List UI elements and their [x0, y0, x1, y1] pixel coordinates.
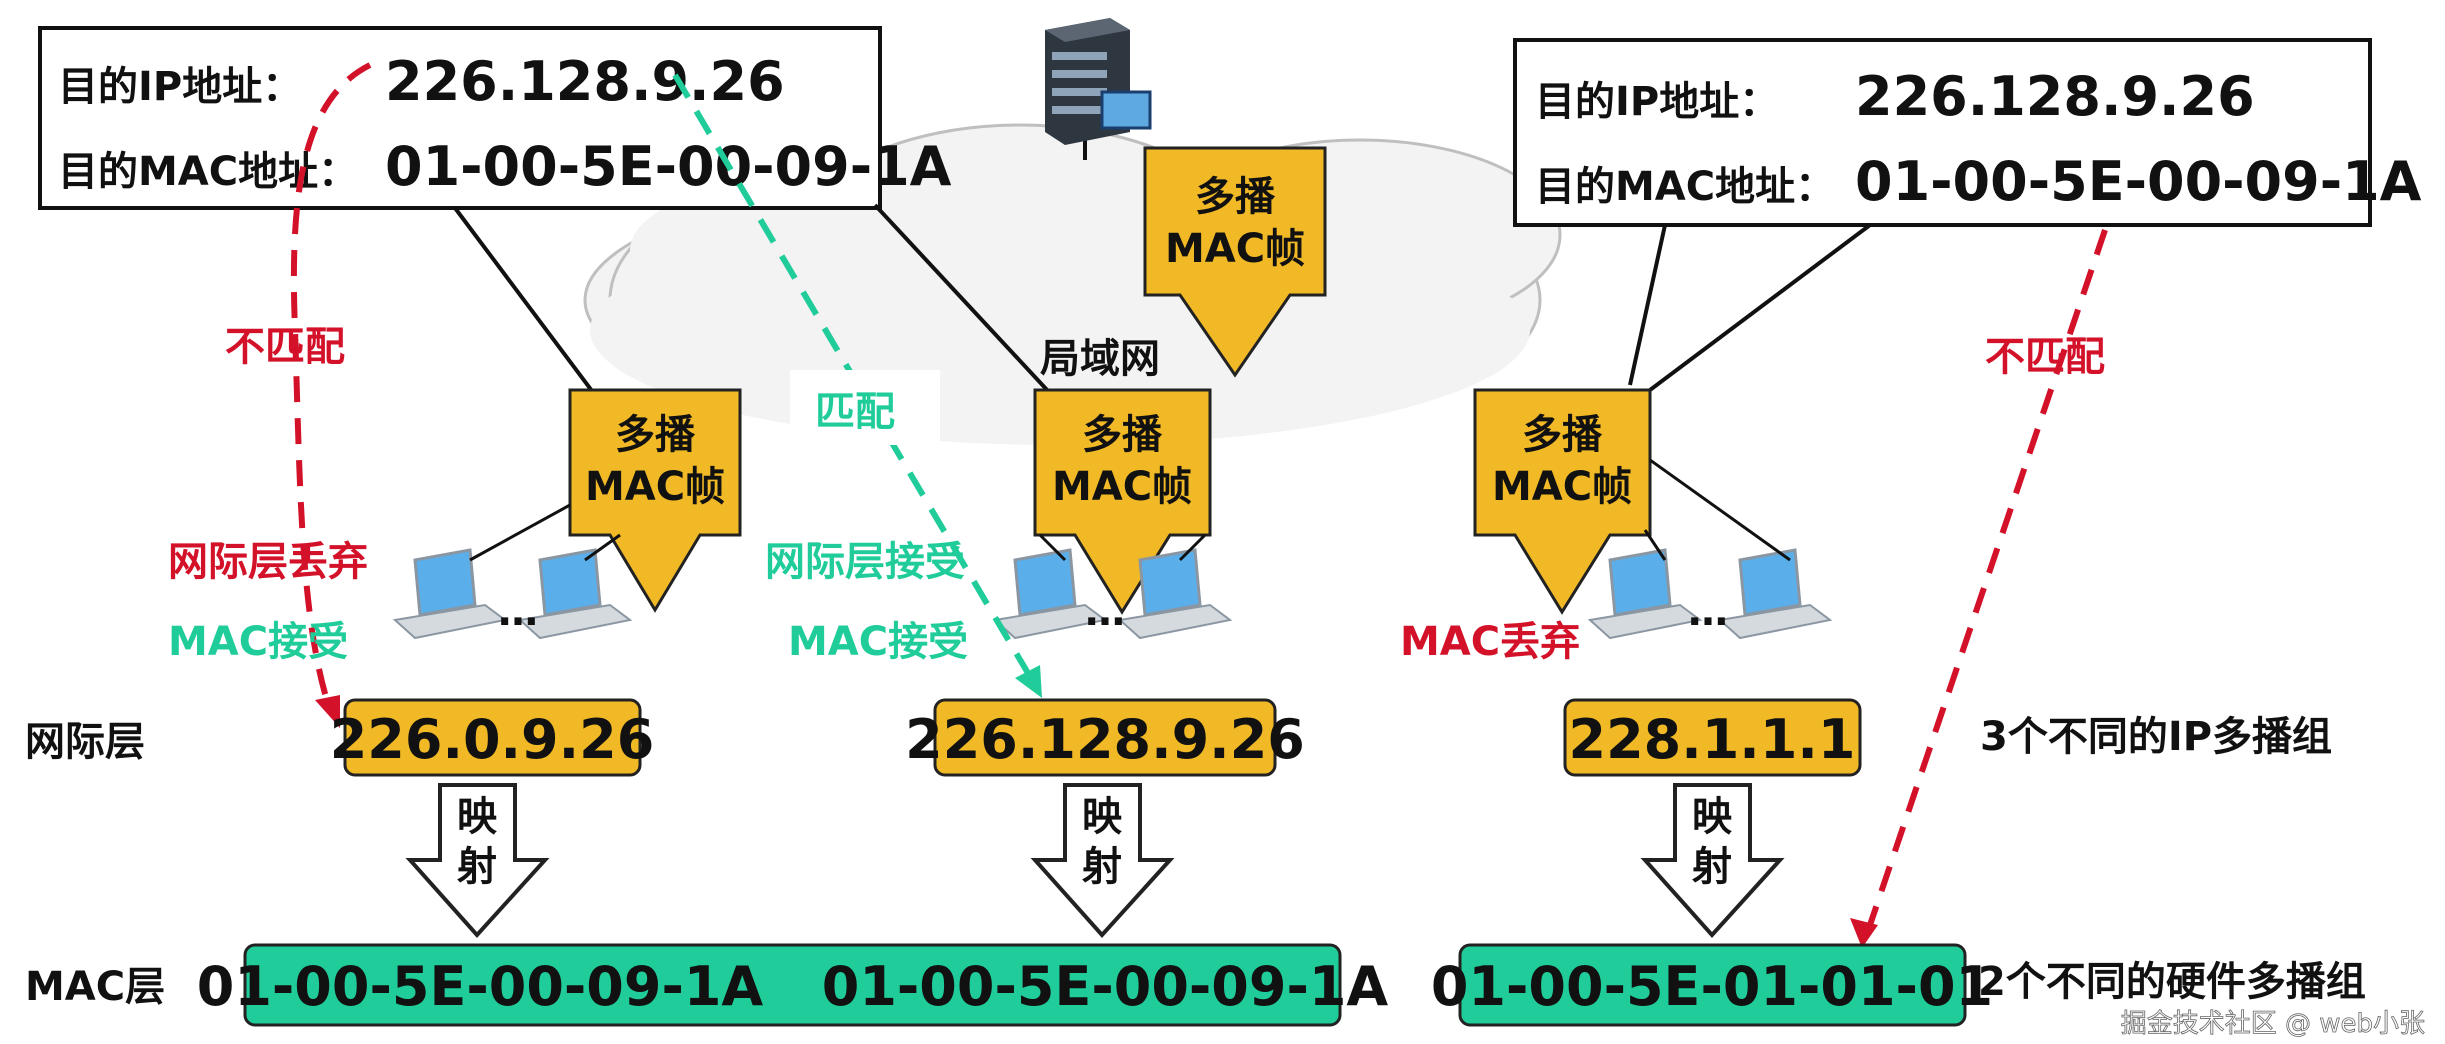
laptop-icon	[517, 548, 633, 640]
frame-arrow-left: 多播 MAC帧	[568, 388, 742, 613]
mapping-label-2: 射	[1082, 844, 1122, 890]
mapping-arrow: 映 射	[405, 783, 550, 938]
ip-group-value: 226.128.9.26	[905, 708, 1305, 771]
laptop-icon	[992, 548, 1108, 640]
mac-address-value: 01-00-5E-00-09-1A	[197, 955, 764, 1018]
match-label: 匹配	[815, 389, 895, 435]
ip-group-box: 226.0.9.26	[330, 698, 655, 777]
ip-group-box: 228.1.1.1	[1563, 698, 1862, 777]
callout-lines	[453, 203, 1872, 422]
frame-label-left-2: MAC帧	[585, 464, 725, 510]
ip-group-box: 226.128.9.26	[905, 698, 1305, 777]
frame-arrow-right: 多播 MAC帧	[1473, 388, 1652, 615]
right-mac-label: 目的MAC地址：	[1535, 164, 1835, 210]
frame-label-top-1: 多播	[1195, 174, 1276, 220]
mac-accept-mid-label: MAC接受	[788, 619, 968, 665]
ip-group-value: 226.0.9.26	[330, 708, 655, 771]
mapping-arrow: 映 射	[1030, 783, 1175, 938]
ellipsis-right: …	[1688, 589, 1728, 635]
frame-label-right-2: MAC帧	[1492, 464, 1632, 510]
ellipsis-mid: …	[1085, 589, 1125, 635]
right-ip-value: 226.128.9.26	[1855, 65, 2255, 128]
mac-group-box: 01-00-5E-01-01-01	[1431, 943, 1993, 1027]
left-mac-label: 目的MAC地址：	[58, 149, 358, 195]
mapping-label-1: 映	[1692, 794, 1732, 840]
laptop-icon	[1717, 548, 1833, 640]
mismatch-right-label: 不匹配	[1985, 334, 2105, 380]
laptop-icon	[1117, 548, 1233, 640]
mac-layer-label: MAC层	[25, 964, 165, 1010]
frame-label-mid-2: MAC帧	[1052, 464, 1192, 510]
mismatch-arrow-left	[290, 62, 372, 728]
left-ip-label: 目的IP地址：	[58, 64, 302, 110]
net-discard-label: 网际层丢弃	[168, 539, 368, 585]
mismatch-arrow-right	[1850, 229, 2108, 948]
left-destination-box: 目的IP地址： 226.128.9.26 目的MAC地址： 01-00-5E-0…	[38, 26, 952, 210]
match-label-bg	[790, 370, 940, 445]
frame-label-top-2: MAC帧	[1165, 226, 1305, 272]
net-layer-label: 网际层	[25, 719, 145, 765]
right-mac-value: 01-00-5E-00-09-1A	[1855, 150, 2422, 213]
mapping-arrow: 映 射	[1640, 783, 1785, 938]
mac-address-value: 01-00-5E-01-01-01	[1431, 955, 1993, 1018]
host-lines	[469, 458, 1791, 562]
mac-discard-label: MAC丢弃	[1400, 619, 1580, 665]
mapping-label-2: 射	[457, 844, 497, 890]
frame-label-left-1: 多播	[615, 412, 696, 458]
laptop-icon	[1587, 548, 1703, 640]
frame-label-mid-1: 多播	[1082, 412, 1163, 458]
frame-label-right-1: 多播	[1522, 412, 1603, 458]
laptop-icon	[392, 548, 508, 640]
mac-accept-left-label: MAC接受	[168, 619, 348, 665]
mapping-label-2: 射	[1692, 844, 1732, 890]
lan-label: 局域网	[1040, 336, 1160, 382]
hw-groups-note: 2个不同的硬件多播组	[1978, 959, 2366, 1005]
mismatch-left-label: 不匹配	[225, 324, 345, 370]
right-destination-box: 目的IP地址： 226.128.9.26 目的MAC地址： 01-00-5E-0…	[1513, 38, 2422, 227]
server-icon	[1045, 18, 1152, 160]
mac-group-box: 01-00-5E-00-09-1A 01-00-5E-00-09-1A	[197, 943, 1389, 1027]
mapping-label-1: 映	[1082, 794, 1122, 840]
ellipsis-left: …	[498, 589, 538, 635]
left-ip-value: 226.128.9.26	[385, 50, 785, 113]
watermark: 掘金技术社区 @ web小张	[2121, 1009, 2425, 1039]
right-ip-label: 目的IP地址：	[1535, 79, 1779, 125]
net-accept-label: 网际层接受	[765, 539, 965, 585]
frame-arrow-mid: 多播 MAC帧	[1033, 388, 1212, 615]
ip-group-value: 228.1.1.1	[1569, 708, 1856, 771]
mapping-label-1: 映	[457, 794, 497, 840]
frame-arrow-top: 多播 MAC帧	[1143, 146, 1327, 378]
left-mac-value: 01-00-5E-00-09-1A	[385, 135, 952, 198]
ip-groups-note: 3个不同的IP多播组	[1980, 714, 2332, 760]
mac-address-value: 01-00-5E-00-09-1A	[822, 955, 1389, 1018]
